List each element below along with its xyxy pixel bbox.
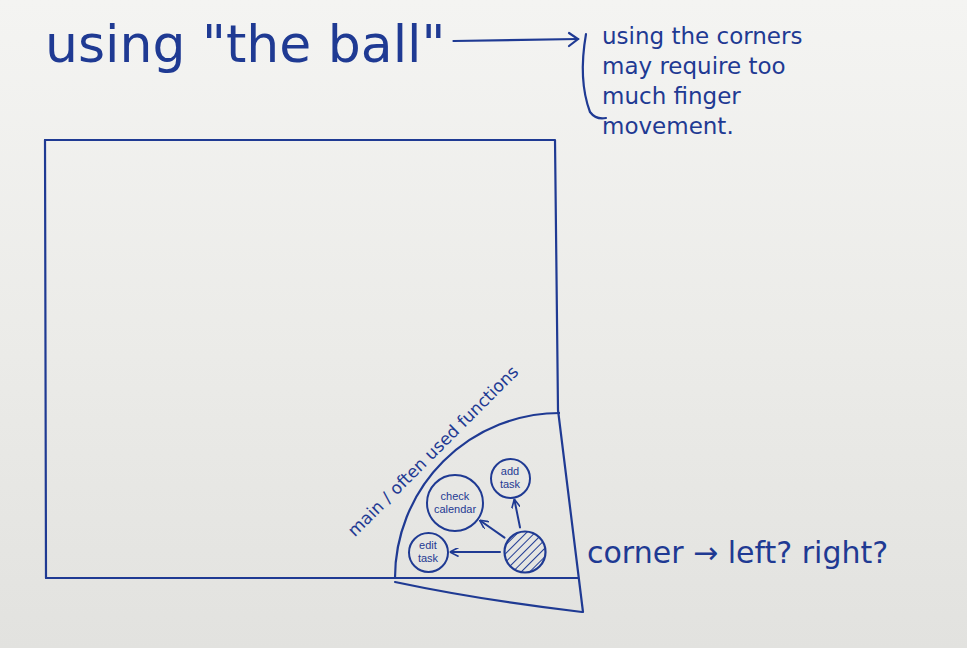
function-circle: add task xyxy=(490,458,531,499)
circle-label: add task xyxy=(500,465,520,490)
band-label: main / often used functions xyxy=(344,362,523,541)
function-circle: edit task xyxy=(408,532,449,573)
function-circle: check calendar xyxy=(426,474,484,532)
circle-label: check calendar xyxy=(434,490,476,515)
note-arrowhead xyxy=(569,33,578,46)
note-arrow xyxy=(453,39,578,41)
screen-outline xyxy=(46,577,578,579)
screen-outline xyxy=(45,140,46,578)
arrow-connector xyxy=(514,500,520,527)
screen-outline xyxy=(45,140,583,612)
title: using "the ball" xyxy=(45,14,445,74)
arrow-connector xyxy=(480,521,504,538)
circle-label: edit task xyxy=(418,539,438,564)
arrow-connector xyxy=(451,551,501,553)
ball-control: corner → left? right? xyxy=(503,530,547,574)
ball-circle xyxy=(505,532,546,573)
ball-symbol xyxy=(503,530,547,574)
corner-curve xyxy=(395,582,582,612)
corner-note: corner → left? right? xyxy=(587,535,888,570)
band-arc xyxy=(395,413,560,578)
note-text: using the corners may require too much f… xyxy=(602,22,852,142)
function-band: main / often used functionsadd taskcheck… xyxy=(360,395,590,620)
